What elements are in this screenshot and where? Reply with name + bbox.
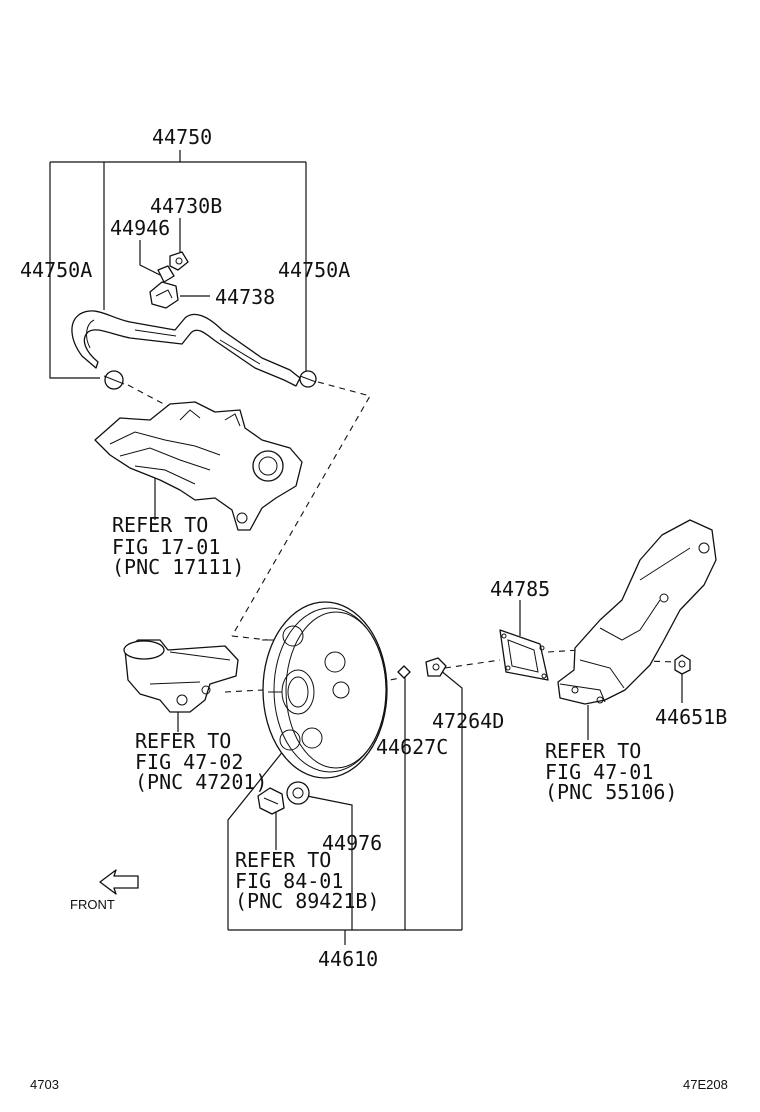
bracket-55106 <box>557 519 717 705</box>
ref-master-cyl-line-2: FIG 47-02 <box>135 750 243 774</box>
vacuum-sensor <box>257 787 285 815</box>
ref-sensor: REFER TO FIG 84-01 (PNC 89421B) <box>235 848 380 913</box>
ref-master-cyl-line-1: REFER TO <box>135 729 231 753</box>
ref-intake-line-3: (PNC 17111) <box>112 555 244 579</box>
leader-lines <box>49 150 683 945</box>
label-44610: 44610 <box>318 947 378 971</box>
ref-master-cyl-line-3: (PNC 47201) <box>135 770 267 794</box>
gasket-44785 <box>499 629 549 681</box>
ref-sensor-line-1: REFER TO <box>235 848 331 872</box>
clevis-47264D <box>425 657 447 677</box>
ref-bracket-line-2: FIG 47-01 <box>545 760 653 784</box>
label-44976: 44976 <box>322 831 382 855</box>
ref-bracket-line-1: REFER TO <box>545 739 641 763</box>
front-arrow-icon <box>99 869 139 895</box>
ref-bracket: REFER TO FIG 47-01 (PNC 55106) <box>545 739 677 804</box>
front-label: FRONT <box>70 897 115 912</box>
label-44750: 44750 <box>152 125 212 149</box>
label-44946: 44946 <box>110 216 170 240</box>
ref-intake-line-2: FIG 17-01 <box>112 535 220 559</box>
ref-master-cyl: REFER TO FIG 47-02 (PNC 47201) <box>135 729 267 794</box>
label-44785: 44785 <box>490 577 550 601</box>
nut-44651B <box>674 654 691 675</box>
nut-44627C <box>397 665 411 679</box>
ref-intake-line-1: REFER TO <box>112 513 208 537</box>
master-cylinder <box>123 639 239 713</box>
fitting-44946 <box>157 265 175 283</box>
intake-manifold <box>94 401 303 531</box>
ref-sensor-line-3: (PNC 89421B) <box>235 889 380 913</box>
label-44627C: 44627C <box>376 735 448 759</box>
label-44750A-right: 44750A <box>278 258 350 282</box>
fitting-44730B <box>169 251 189 271</box>
clamp-right <box>299 370 317 388</box>
grommet-44976 <box>286 781 310 805</box>
footer-left-code: 4703 <box>30 1077 59 1092</box>
clamp-left <box>103 370 125 390</box>
brake-booster <box>262 601 388 779</box>
ref-sensor-line-2: FIG 84-01 <box>235 869 343 893</box>
clip-44738 <box>149 281 179 309</box>
ref-intake: REFER TO FIG 17-01 (PNC 17111) <box>112 513 244 579</box>
footer-right-code: 47E208 <box>683 1077 728 1092</box>
label-44750A-left: 44750A <box>20 258 92 282</box>
label-44730B: 44730B <box>150 194 222 218</box>
label-47264D: 47264D <box>432 709 504 733</box>
label-44651B: 44651B <box>655 705 727 729</box>
vacuum-hose <box>71 310 301 387</box>
label-44738: 44738 <box>215 285 275 309</box>
ref-bracket-line-3: (PNC 55106) <box>545 780 677 804</box>
